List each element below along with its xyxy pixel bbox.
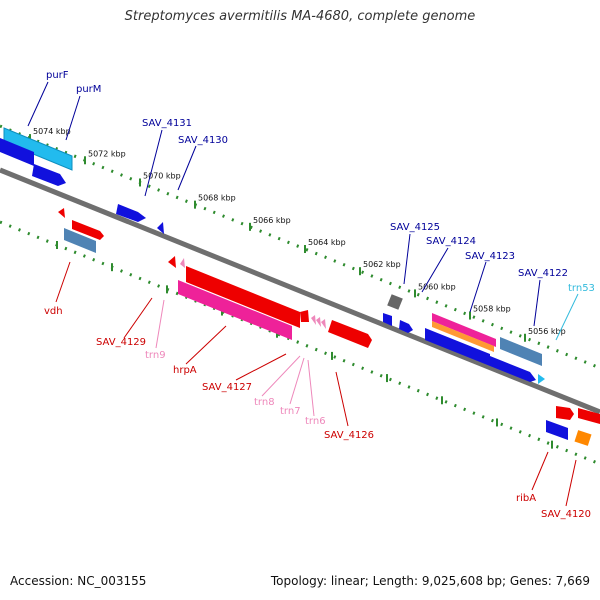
gene-sav-4130[interactable] <box>157 222 164 234</box>
page-title: Streptomyces avermitilis MA-4680, comple… <box>124 9 476 24</box>
ruler-tick-label: 5074 kbp <box>33 127 71 136</box>
ruler-tick-label: 5072 kbp <box>88 149 126 158</box>
accession-text: Accession: NC_003155 <box>10 574 147 588</box>
gene-labels-bottom: vdh SAV_4129 trn9 hrpA SAV_4127 trn8 trn… <box>44 306 591 520</box>
gene-riba[interactable] <box>556 406 574 420</box>
forward-strand-genes <box>0 127 545 384</box>
gene-vdh[interactable] <box>58 208 65 218</box>
gene-purm-upper[interactable] <box>0 138 34 166</box>
ruler-tick-labels: 5074 kbp 5072 kbp 5070 kbp 5068 kbp 5066 kbp… <box>33 127 566 336</box>
label-trn8[interactable]: trn8 <box>254 397 275 408</box>
ruler-tick-label: 5070 kbp <box>143 171 181 180</box>
label-sav-4124[interactable]: SAV_4124 <box>426 236 476 247</box>
gene-sav-4120[interactable] <box>574 430 592 446</box>
gene-sav-4124[interactable] <box>399 320 413 333</box>
gene-riba-blue[interactable] <box>546 420 568 440</box>
label-trn6[interactable]: trn6 <box>305 416 326 427</box>
gene-trn53[interactable] <box>538 374 545 384</box>
ruler-tick-label: 5068 kbp <box>198 194 236 203</box>
ruler-tick-label: 5058 kbp <box>473 305 511 314</box>
ruler-tick-label: 5066 kbp <box>253 216 291 225</box>
gene-hrpa[interactable] <box>186 266 300 328</box>
label-sav-4122[interactable]: SAV_4122 <box>518 268 568 279</box>
ruler-tick-label: 5062 kbp <box>363 260 401 269</box>
gene-sav-4120-red[interactable] <box>578 408 600 424</box>
label-riba[interactable]: ribA <box>516 493 536 504</box>
label-sav-4130[interactable]: SAV_4130 <box>178 135 228 146</box>
label-leader-lines <box>27 81 579 507</box>
gene-trn6[interactable] <box>321 319 326 329</box>
label-sav-4126[interactable]: SAV_4126 <box>324 430 374 441</box>
genome-summary-text: Topology: linear; Length: 9,025,608 bp; … <box>270 574 590 588</box>
gene-sav-4123[interactable] <box>425 328 490 366</box>
label-trn53[interactable]: trn53 <box>568 283 595 294</box>
gene-purf[interactable] <box>3 127 73 171</box>
gene-steel-left[interactable] <box>64 228 96 253</box>
label-vdh[interactable]: vdh <box>44 306 63 317</box>
gene-sav-4129[interactable] <box>168 256 176 268</box>
gene-labels-top: purF purM SAV_4131 SAV_4130 SAV_4125 SAV… <box>46 70 595 294</box>
gene-sav-4125-gray[interactable] <box>387 294 403 310</box>
gene-sav-4122[interactable] <box>500 337 542 366</box>
gene-sav-4122-blue[interactable] <box>490 356 536 382</box>
gene-trn8[interactable] <box>311 315 316 325</box>
ruler-tick-label: 5060 kbp <box>418 282 456 291</box>
gene-sav-4127[interactable] <box>178 280 292 340</box>
label-sav-4127[interactable]: SAV_4127 <box>202 382 252 393</box>
label-sav-4131[interactable]: SAV_4131 <box>142 118 192 129</box>
gene-sav-4127-small[interactable] <box>300 310 309 322</box>
gene-sav-4123-pink[interactable] <box>432 313 496 347</box>
gene-vdh-2[interactable] <box>72 220 104 240</box>
label-sav-4123[interactable]: SAV_4123 <box>465 251 515 262</box>
reverse-strand-genes <box>58 208 600 446</box>
gene-trn9[interactable] <box>180 258 185 268</box>
ruler-tick-label: 5064 kbp <box>308 238 346 247</box>
genome-backbone <box>0 167 600 415</box>
gene-sav-4123-orange[interactable] <box>432 321 494 352</box>
gene-sav-4131[interactable] <box>116 204 146 222</box>
label-sav-4120[interactable]: SAV_4120 <box>541 509 591 520</box>
label-sav-4125[interactable]: SAV_4125 <box>390 222 440 233</box>
label-trn7[interactable]: trn7 <box>280 406 301 417</box>
gene-sav-4126[interactable] <box>328 320 372 348</box>
label-purf[interactable]: purF <box>46 70 69 81</box>
label-hrpa[interactable]: hrpA <box>173 365 197 376</box>
label-sav-4129[interactable]: SAV_4129 <box>96 337 146 348</box>
gene-sav-4125[interactable] <box>383 313 392 326</box>
label-purm[interactable]: purM <box>76 84 101 95</box>
ruler-tick-label: 5056 kbp <box>528 327 566 336</box>
label-trn9[interactable]: trn9 <box>145 350 166 361</box>
gene-purm[interactable] <box>32 164 66 186</box>
gene-trn7[interactable] <box>316 317 321 327</box>
